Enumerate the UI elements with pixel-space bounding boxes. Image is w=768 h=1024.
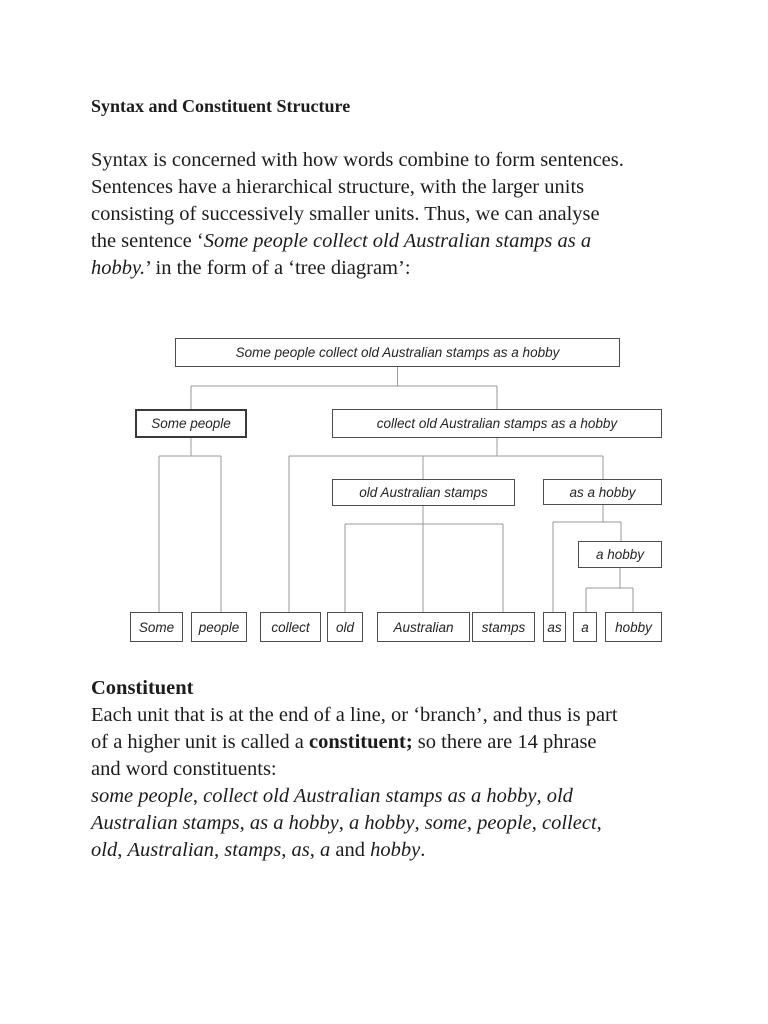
- tree-node-np-some-people: Some people: [135, 409, 247, 438]
- tree-word-australian: Australian: [377, 612, 470, 642]
- tree-node-np-a-hobby: a hobby: [578, 541, 662, 568]
- connector-line-group: [158, 367, 634, 612]
- section-paragraph: Each unit that is at the end of a line, …: [91, 702, 618, 864]
- tree-word-stamps: stamps: [472, 612, 535, 642]
- tree-word-collect: collect: [260, 612, 321, 642]
- page-title: Syntax and Constituent Structure: [91, 96, 351, 116]
- tree-word-some: Some: [130, 612, 183, 642]
- tree-word-hobby: hobby: [605, 612, 662, 642]
- tree-word-people: people: [191, 612, 247, 642]
- tree-node-np-old-australian-stamps: old Australian stamps: [332, 479, 515, 506]
- text-line: Australian stamps, as a hobby, a hobby, …: [91, 812, 602, 834]
- section-heading: Constituent: [91, 677, 194, 699]
- text-line: hobby.’ in the form of a ‘tree diagram’:: [91, 257, 411, 279]
- tree-word-old: old: [327, 612, 363, 642]
- tree-connector-lines: [158, 367, 634, 612]
- tree-word-a: a: [573, 612, 597, 642]
- tree-node-pp-as-a-hobby: as a hobby: [543, 479, 662, 505]
- text-line: consisting of successively smaller units…: [91, 203, 600, 225]
- constituent-section: Constituent Each unit that is at the end…: [91, 675, 618, 864]
- text-line: old, Australian, stamps, as, a and hobby…: [91, 839, 426, 861]
- text-line: Each unit that is at the end of a line, …: [91, 704, 618, 726]
- text-line: and word constituents:: [91, 758, 277, 780]
- tree-node-sentence: Some people collect old Australian stamp…: [175, 338, 620, 367]
- text-line: the sentence ‘Some people collect old Au…: [91, 230, 592, 252]
- text-line: some people, collect old Australian stam…: [91, 785, 573, 807]
- syntax-tree-diagram: Some people collect old Australian stamp…: [125, 332, 670, 647]
- text-line: of a higher unit is called a constituent…: [91, 731, 597, 753]
- intro-paragraph: Syntax is concerned with how words combi…: [91, 147, 624, 282]
- text-line: Sentences have a hierarchical structure,…: [91, 176, 585, 198]
- tree-word-as: as: [543, 612, 566, 642]
- text-line: Syntax is concerned with how words combi…: [91, 149, 624, 171]
- tree-node-vp: collect old Australian stamps as a hobby: [332, 409, 662, 438]
